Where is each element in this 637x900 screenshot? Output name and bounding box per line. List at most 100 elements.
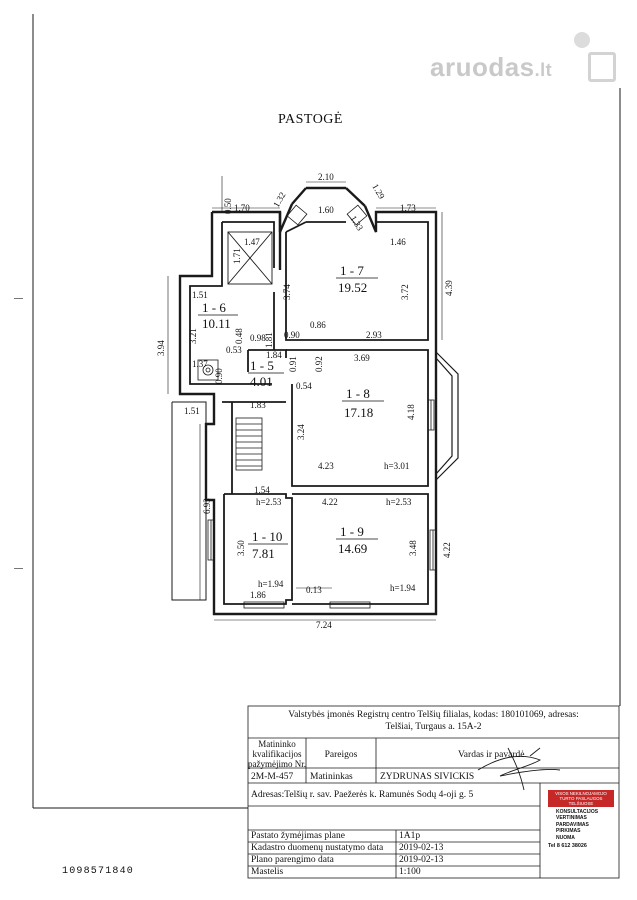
surveyor-name: ŽYDRŪNAS SIVICKIS: [380, 772, 475, 782]
dim-label: 1.33: [348, 214, 365, 233]
organization-line: Valstybės įmonės Registrų centro Telšių …: [288, 710, 579, 720]
surveyor-position: Matininkas: [310, 772, 353, 782]
dim-label: 3.72: [400, 284, 410, 300]
row-label: Pastato žymėjimas plane: [251, 831, 345, 841]
qualification-header: Matininko kvalifikacijos pažymėjimo Nr.: [248, 739, 306, 769]
position-header: Pareigos: [324, 750, 358, 760]
dim-label: 4.23: [318, 461, 334, 471]
room-labels: 1 - 7 19.52 1 - 6 10.11 1 - 5 4.01 1 - 8…: [198, 263, 384, 561]
dim-label: 1.37: [192, 359, 208, 369]
room-id: 1 - 10: [252, 529, 282, 544]
dim-label: 1.51: [184, 406, 200, 416]
bay-projection: [435, 351, 459, 481]
dim-label: 0.13: [306, 585, 322, 595]
dim-label: 0.50: [223, 198, 233, 214]
dim-label: 1.32: [271, 190, 288, 209]
dim-label: 0.86: [310, 320, 326, 330]
dimension-lines: [167, 176, 443, 621]
left-balcony: [171, 401, 207, 601]
advert-phone: Tel 8 612 38026: [548, 843, 587, 850]
title-block: Valstybės įmonės Registrų centro Telšių …: [248, 706, 619, 878]
dim-label: 6.93: [202, 498, 212, 514]
dim-label: 1.73: [400, 203, 416, 213]
punch-hole-mark: [14, 298, 23, 299]
property-address: Adresas:Telšių r. sav. Paežerės k. Ramun…: [251, 790, 474, 800]
organization-address: Telšiai, Turgaus a. 15A-2: [385, 722, 482, 732]
dim-label: 1.81: [264, 332, 274, 348]
stamp-grid: [247, 705, 620, 879]
dim-label: 4.18: [406, 404, 416, 420]
room-area: 17.18: [344, 405, 373, 420]
dimension-labels: 2.10 0.50 1.70 1.32 1.60 1.29 1.73 1.33 …: [156, 172, 454, 630]
inner-walls: [189, 221, 429, 605]
room-area: 19.52: [338, 280, 367, 295]
dim-label: 1.47: [244, 237, 260, 247]
row-label: Kadastro duomenų nustatymo data: [251, 843, 384, 853]
advert-services: KONSULTACIJOS VERTINIMAS PARDAVIMAS PIRK…: [556, 809, 599, 841]
watermark-dot-icon: [574, 32, 590, 48]
page-frame: [32, 14, 621, 809]
advert-stamp: VISOS NEKILNOJAMOJO TURTO PASLAUGOS TELŠ…: [548, 790, 614, 849]
dim-label: 4.39: [444, 280, 454, 296]
row-label: Mastelis: [251, 867, 284, 877]
dim-label: 2.10: [318, 172, 334, 182]
room-area: 7.81: [252, 546, 275, 561]
document-number: 1098571840: [62, 866, 135, 877]
dim-label: 2.93: [366, 330, 382, 340]
advert-header: VISOS NEKILNOJAMOJO TURTO PASLAUGOS TELŠ…: [548, 790, 614, 807]
dim-label: h=2.53: [256, 497, 282, 507]
room-id: 1 - 8: [346, 386, 370, 401]
dim-label: h=3.01: [384, 461, 409, 471]
dim-label: 3.94: [156, 340, 166, 356]
dim-label: 1.29: [370, 182, 387, 201]
dim-label: 3.50: [236, 540, 246, 556]
row-label: Plano parengimo data: [251, 855, 334, 865]
dim-label: 0.48: [234, 328, 244, 344]
room-area: 4.01: [250, 374, 273, 389]
dim-label: 0.54: [296, 381, 312, 391]
row-value: 2019-02-13: [399, 843, 444, 853]
qualification-number: 2M-M-457: [251, 772, 294, 782]
dim-label: 0.90: [284, 330, 300, 340]
room-area: 10.11: [202, 316, 231, 331]
dim-label: h=2.53: [386, 497, 412, 507]
row-value: 2019-02-13: [399, 855, 444, 865]
skylight: [227, 231, 273, 285]
dim-label: 1.60: [318, 205, 334, 215]
dim-label: 1.46: [390, 237, 406, 247]
room-id: 1 - 7: [340, 263, 364, 278]
dim-label: 3.69: [354, 353, 370, 363]
room-area: 14.69: [338, 541, 367, 556]
dim-label: 3.21: [188, 328, 198, 344]
outer-walls: [178, 186, 438, 616]
dim-label: 7.24: [316, 620, 332, 630]
row-value: 1:100: [399, 867, 421, 877]
dim-label: h=1.94: [258, 579, 284, 589]
dim-label: 0.98: [250, 333, 266, 343]
room-id: 1 - 5: [250, 358, 274, 373]
dim-label: 1.84: [266, 350, 282, 360]
row-value: 1A1p: [399, 831, 421, 841]
dim-label: 3.24: [296, 424, 306, 440]
room-id: 1 - 6: [202, 300, 226, 315]
watermark-box-icon: [588, 52, 616, 82]
dim-label: 0.53: [226, 345, 242, 355]
punch-hole-mark: [14, 568, 23, 569]
dim-label: 1.54: [254, 485, 270, 495]
staircase: [235, 417, 263, 471]
watermark: aruodas.lt: [430, 52, 553, 82]
windows: [207, 204, 437, 609]
signature: [477, 747, 561, 791]
dim-label: 3.48: [408, 540, 418, 556]
fixtures: [197, 359, 219, 381]
dim-label: 0.92: [314, 356, 324, 372]
room-id: 1 - 9: [340, 524, 364, 539]
dim-label: 1.71: [232, 248, 242, 264]
name-header: Vardas ir pavardė: [458, 750, 525, 760]
dim-label: 3.74: [282, 284, 292, 300]
dim-label: h=1.94: [390, 583, 416, 593]
dim-label: 4.22: [322, 497, 338, 507]
dim-label: 1.83: [250, 400, 266, 410]
dim-label: 0.91: [288, 356, 298, 372]
